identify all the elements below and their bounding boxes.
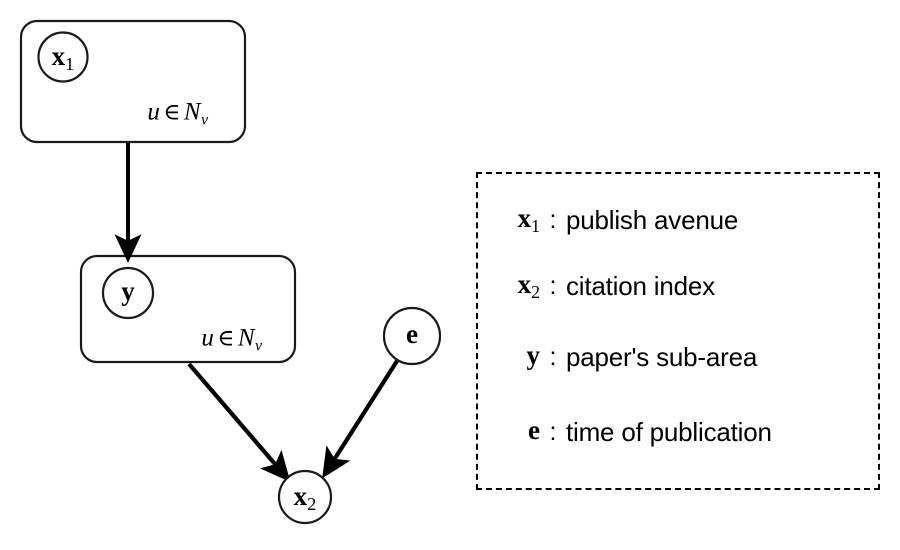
edge-y-to-x2-line [187,362,291,482]
legend-symbol: x1 [517,203,540,236]
element-of-icon: ∈ [163,99,181,126]
legend-description: time of publication [566,416,772,447]
legend-colon: : [549,417,557,446]
legend-colon: : [549,205,557,234]
element-of-icon: ∈ [217,325,235,352]
node-y-circle [101,266,155,320]
plate-x1-index-label: u∈Nv [147,98,209,129]
node-e-circle [382,306,442,366]
legend-description: citation index [566,270,715,301]
node-y-label: y [121,275,135,306]
legend-colon: : [549,342,557,371]
legend-symbol: e [528,415,540,445]
legend-description: publish avenue [566,204,739,235]
legend-row: e : time of publication [478,412,878,452]
node-x1-circle [37,31,89,83]
plate-y-index-label: u∈Nv [201,324,263,355]
legend-symbol: x2 [517,269,540,302]
node-x1-label: x1 [51,40,75,74]
legend-colon: : [549,271,557,300]
edge-e-to-x2-line [322,359,399,479]
node-e-label: e [406,318,418,349]
legend-box: x1 : publish avenue x2 : citation index … [476,172,880,490]
legend-description: paper's sub-area [566,341,758,372]
legend-symbol: y [526,340,541,370]
node-x2-label: x2 [293,480,317,514]
legend-row: x1 : publish avenue [478,200,878,240]
node-x2-circle [277,469,333,525]
legend-row: y : paper's sub-area [478,337,878,377]
legend-row: x2 : citation index [478,266,878,306]
